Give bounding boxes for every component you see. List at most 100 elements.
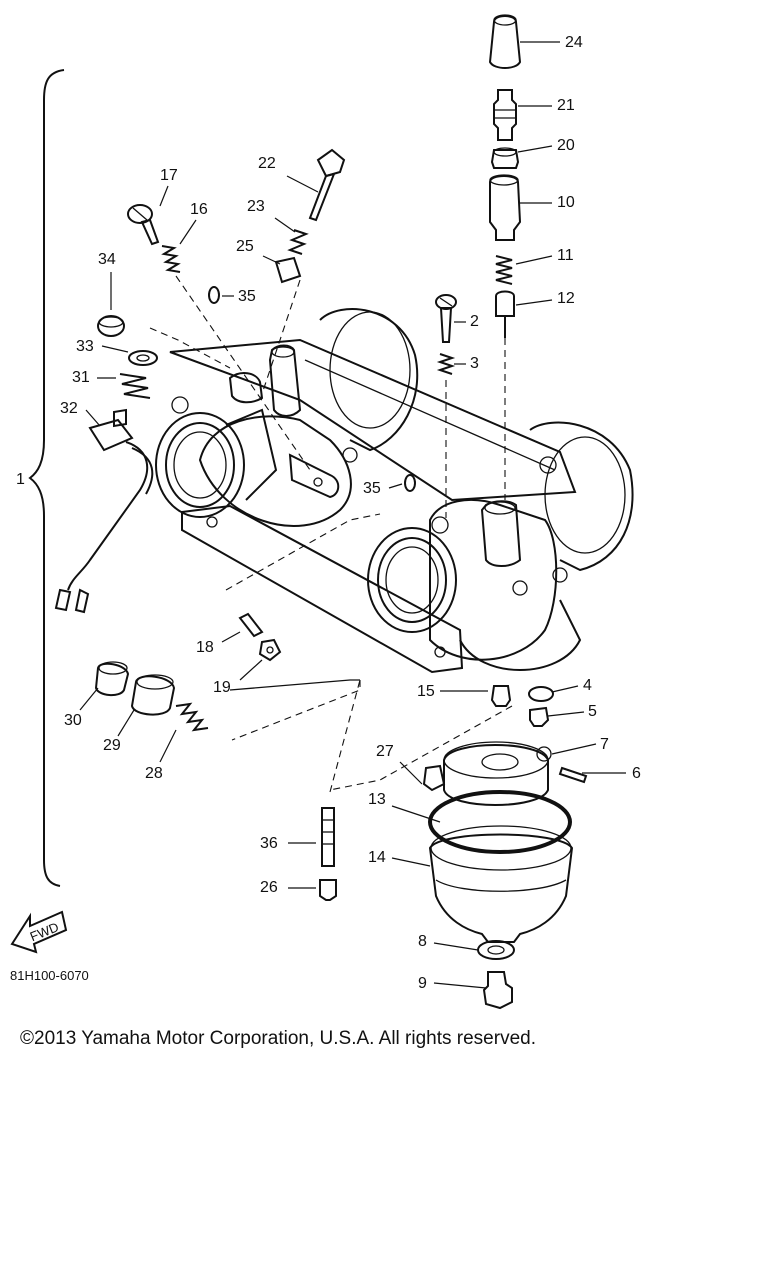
leader-line-16	[179, 219, 197, 245]
plug-27	[422, 764, 446, 792]
axis-pin	[225, 513, 381, 591]
part-callout-29: 29	[103, 737, 121, 754]
leader-line-12	[515, 299, 553, 306]
part-callout-13: 13	[368, 791, 386, 808]
leader-line-18	[221, 631, 241, 643]
leader-line-17	[159, 185, 169, 207]
part-callout-33: 33	[76, 338, 94, 355]
leader-line-35	[388, 483, 403, 489]
washer-4	[528, 686, 554, 702]
drawing-code: 81H100-6070	[10, 968, 89, 983]
axis-emulsion	[329, 679, 361, 793]
sensor-32	[54, 408, 154, 614]
part-callout-14: 14	[368, 849, 386, 866]
needle-jet-36	[321, 807, 335, 867]
leader-line-33	[101, 345, 129, 353]
mixing-chamber-top-10	[489, 174, 522, 241]
part-callout-8: 8	[418, 933, 427, 950]
part-callout-6: 6	[632, 765, 641, 782]
part-callout-28: 28	[145, 765, 163, 782]
axis-bowl	[231, 680, 361, 741]
part-callout-20: 20	[557, 137, 575, 154]
float-7	[443, 741, 552, 806]
part-callout-11: 11	[557, 247, 574, 264]
axis-jet	[329, 705, 513, 791]
idle-screw-22	[308, 148, 346, 222]
leader-line-30	[79, 687, 99, 711]
main-jet-26	[319, 879, 337, 901]
spring-16	[161, 245, 181, 273]
part-callout-5: 5	[588, 703, 597, 720]
sleeve-29	[130, 674, 176, 716]
pin-6	[558, 766, 588, 784]
spring-11	[495, 255, 513, 285]
leader-line-22	[286, 175, 319, 193]
part-callout-2: 2	[470, 313, 479, 330]
fwd-arrow-icon	[10, 910, 68, 954]
spring-3	[436, 353, 456, 375]
part-callout-32: 32	[60, 400, 78, 417]
needle-holder-12	[495, 290, 515, 338]
leader-line-8	[433, 942, 479, 951]
drain-bolt-9	[482, 971, 513, 1010]
part-callout-24: 24	[565, 34, 583, 51]
axis-choke	[149, 327, 231, 369]
cap-34	[97, 315, 125, 337]
copyright-notice: ©2013 Yamaha Motor Corporation, U.S.A. A…	[20, 1028, 536, 1049]
leader-line-32	[85, 409, 101, 427]
screw-5	[529, 706, 550, 727]
leader-line-7	[551, 743, 597, 755]
pin-18	[238, 612, 264, 638]
leader-line-25	[262, 255, 281, 265]
part-callout-21: 21	[557, 97, 575, 114]
spring-23	[287, 229, 309, 255]
part-callout-23: 23	[247, 198, 265, 215]
leader-line-4	[551, 685, 579, 693]
pilot-screw-17	[127, 204, 160, 246]
part-callout-27: 27	[376, 743, 394, 760]
leader-line-14	[391, 857, 431, 867]
part-callout-35: 35	[363, 480, 381, 497]
top-cap-24	[488, 14, 522, 69]
carburetor-exploded-diagram: 1	[10, 14, 641, 1010]
part-callout-19: 19	[213, 679, 231, 696]
part-callout-36: 36	[260, 835, 278, 852]
washer-8	[477, 940, 515, 960]
gasket-13	[428, 790, 572, 854]
carburetor-body-right	[367, 421, 634, 671]
washer-25	[274, 256, 302, 284]
spring-31	[119, 373, 151, 399]
part-callout-17: 17	[160, 167, 178, 184]
part-callout-3: 3	[470, 355, 479, 372]
spring-28	[175, 702, 209, 732]
part-callout-7: 7	[600, 736, 609, 753]
part-callout-18: 18	[196, 639, 214, 656]
adjuster-21	[493, 89, 517, 141]
part-callout-16: 16	[190, 201, 208, 218]
part-callout-4: 4	[583, 677, 592, 694]
carburetor-body	[155, 308, 577, 674]
part-callout-9: 9	[418, 975, 427, 992]
leader-line-19	[239, 659, 263, 681]
part-callout-15: 15	[417, 683, 435, 700]
part-callout-25: 25	[236, 238, 254, 255]
screw-2	[435, 294, 457, 343]
nut-19	[258, 638, 282, 662]
part-callout-22: 22	[258, 155, 276, 172]
assembly-bracket	[28, 69, 65, 887]
part-callout-35: 35	[238, 288, 256, 305]
leader-line-27	[399, 761, 423, 785]
leader-line-20	[517, 145, 553, 153]
leader-line-13	[391, 805, 441, 823]
part-callout-30: 30	[64, 712, 82, 729]
valve-seat-15	[490, 685, 512, 707]
leader-line-28	[159, 729, 177, 763]
leader-line-9	[433, 982, 487, 989]
o-ring-35b	[404, 474, 416, 492]
part-callout-26: 26	[260, 879, 278, 896]
axis-idle	[259, 279, 301, 401]
washer-33	[128, 350, 158, 366]
part-callout-34: 34	[98, 251, 116, 268]
part-callout-10: 10	[557, 194, 575, 211]
